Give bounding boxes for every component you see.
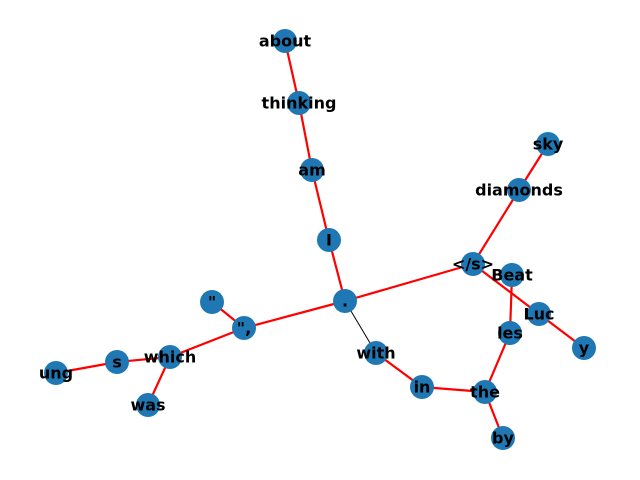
node-diamonds [507,178,531,202]
node-Beat [500,263,524,287]
node-am [300,158,324,182]
node-label-was: was [130,396,165,415]
node-was [136,393,160,417]
node-label-Beat: Beat [491,266,533,285]
edge-eos-Luc [472,263,540,315]
node-label-thinking: thinking [262,94,337,113]
node-label-Luc: Luc [523,305,554,324]
node-label-which: which [144,348,197,367]
node-y [572,336,596,360]
node-label-y: y [579,339,590,358]
node-about [273,29,297,53]
node-eos [461,252,485,276]
node-which [158,345,182,369]
edge-quote_comma-which [169,326,245,359]
node-label-in: in [414,378,431,397]
node-sky [536,132,560,156]
edge-dot-eos [344,262,474,303]
node-label-quote: " [208,293,216,312]
node-label-I: I [326,231,332,250]
nodes-layer [44,29,596,450]
node-les [498,321,522,345]
node-thinking [287,91,311,115]
edge-eos-diamonds [472,189,520,265]
node-label-ung: ung [39,364,73,383]
node-label-eos: </s> [452,255,494,274]
node-ung [44,361,68,385]
node-label-quote_comma: ", [237,319,251,338]
node-label-the: the [470,383,500,402]
node-by [491,426,515,450]
node-label-les: les [497,324,523,343]
node-label-s: s [112,353,122,372]
node-label-with: with [356,344,395,363]
node-quote [200,290,224,314]
node-label-diamonds: diamonds [475,181,563,200]
node-label-am: am [298,161,325,180]
node-s [105,350,129,374]
node-quote_comma [232,316,256,340]
edge-dot-quote_comma [243,299,346,330]
node-label-about: about [259,32,312,51]
node-with [364,341,388,365]
node-label-by: by [492,429,514,448]
node-in [410,375,434,399]
node-label-sky: sky [533,135,564,154]
node-the [473,380,497,404]
node-label-dot: . [342,292,348,311]
node-Luc [527,302,551,326]
edge-am-I [310,169,331,241]
node-dot [333,289,357,313]
node-I [317,228,341,252]
